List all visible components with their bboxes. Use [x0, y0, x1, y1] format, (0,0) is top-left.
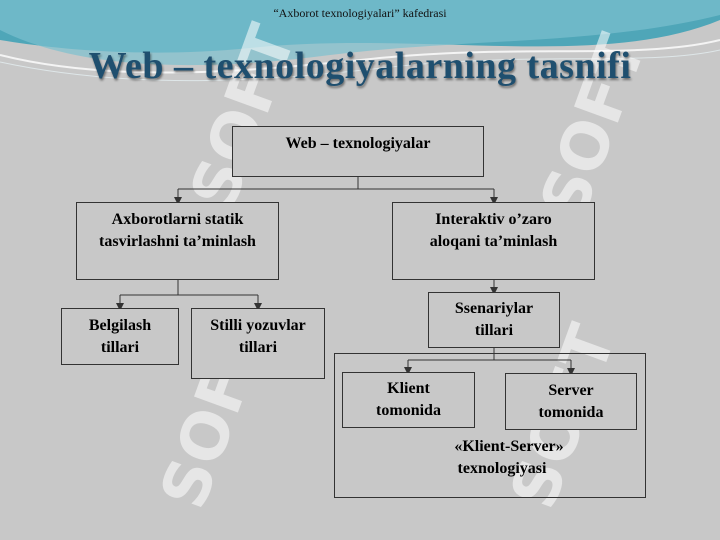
client-server-group: [334, 353, 646, 498]
node-label: Stilli yozuvlar: [210, 317, 306, 334]
caption-line: texnologiyasi: [457, 460, 547, 477]
node-label: tillari: [100, 339, 140, 356]
node-style-languages: Stilli yozuvlar tillari: [191, 308, 325, 379]
node-label: Interaktiv o’zaro: [435, 211, 552, 228]
node-web-technologies: Web – texnologiyalar: [232, 126, 484, 177]
node-label: Klient: [387, 380, 430, 397]
node-label: aloqani ta’minlash: [429, 233, 558, 250]
node-server-side: Server tomonida: [505, 373, 637, 430]
node-client-side: Klient tomonida: [342, 372, 475, 428]
node-scripting-languages: Ssenariylar tillari: [428, 292, 560, 348]
caption-line: «Klient-Server»: [454, 438, 564, 455]
node-markup-languages: Belgilash tillari: [61, 308, 179, 365]
node-label: tomonida: [538, 404, 604, 421]
node-static-presentation: Axborotlarni statik tasvirlashni ta’minl…: [76, 202, 279, 280]
header-band: [0, 0, 720, 110]
page-title: Web – texnologiyalarning tasnifi: [88, 45, 632, 87]
department-header: “Axborot texnologiyalari” kafedrasi: [273, 6, 447, 20]
node-label: tillari: [474, 322, 514, 339]
client-server-caption: «Klient-Server» texnologiyasi: [414, 436, 604, 480]
node-label: tasvirlashni ta’minlash: [99, 233, 256, 250]
node-label: Server: [548, 382, 594, 399]
node-interactive: Interaktiv o’zaro aloqani ta’minlash: [392, 202, 595, 280]
node-label: Belgilash: [88, 317, 152, 334]
node-label: Web – texnologiyalar: [285, 135, 431, 152]
wave-decoration: [0, 0, 720, 82]
node-label: tillari: [238, 339, 278, 356]
node-label: tomonida: [376, 402, 441, 419]
node-label: Ssenariylar: [454, 300, 534, 317]
node-label: Axborotlarni statik: [111, 211, 244, 228]
